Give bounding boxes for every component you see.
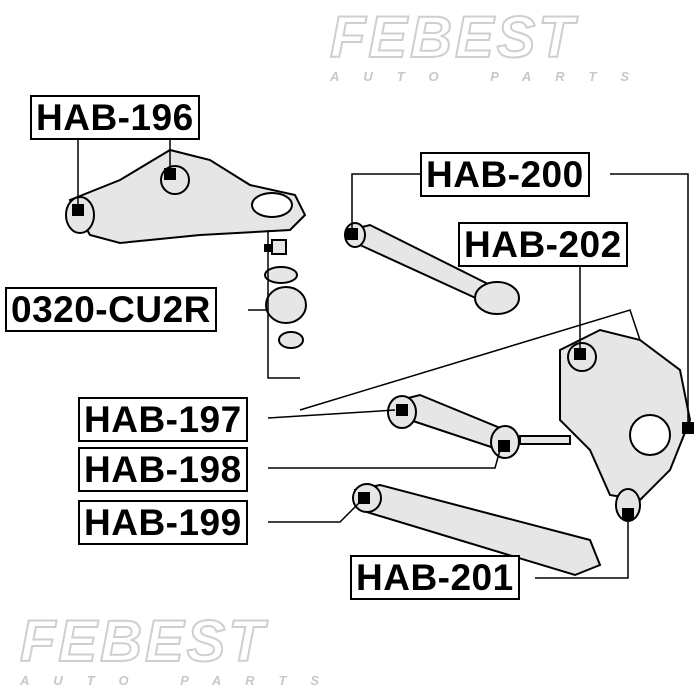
part-label-hab-198[interactable]: HAB-198 bbox=[78, 447, 248, 492]
part-label-hab-199[interactable]: HAB-199 bbox=[78, 500, 248, 545]
part-label-hab-200[interactable]: HAB-200 bbox=[420, 152, 590, 197]
watermark-brand: FEBEST bbox=[329, 5, 577, 70]
watermark-sub: AUTO PARTS bbox=[20, 673, 344, 688]
part-label-hab-202[interactable]: HAB-202 bbox=[458, 222, 628, 267]
watermark-brand: FEBEST bbox=[19, 609, 267, 674]
part-label-hab-201[interactable]: HAB-201 bbox=[350, 555, 520, 600]
watermark-sub: AUTO PARTS bbox=[330, 69, 654, 84]
upper-control-arm bbox=[68, 148, 307, 245]
part-label-hab-196[interactable]: HAB-196 bbox=[30, 95, 200, 140]
toe-link bbox=[398, 393, 507, 452]
knuckle bbox=[559, 328, 692, 502]
part-label-hab-197[interactable]: HAB-197 bbox=[78, 397, 248, 442]
part-label-0320-cu2r[interactable]: 0320-CU2R bbox=[5, 287, 217, 332]
